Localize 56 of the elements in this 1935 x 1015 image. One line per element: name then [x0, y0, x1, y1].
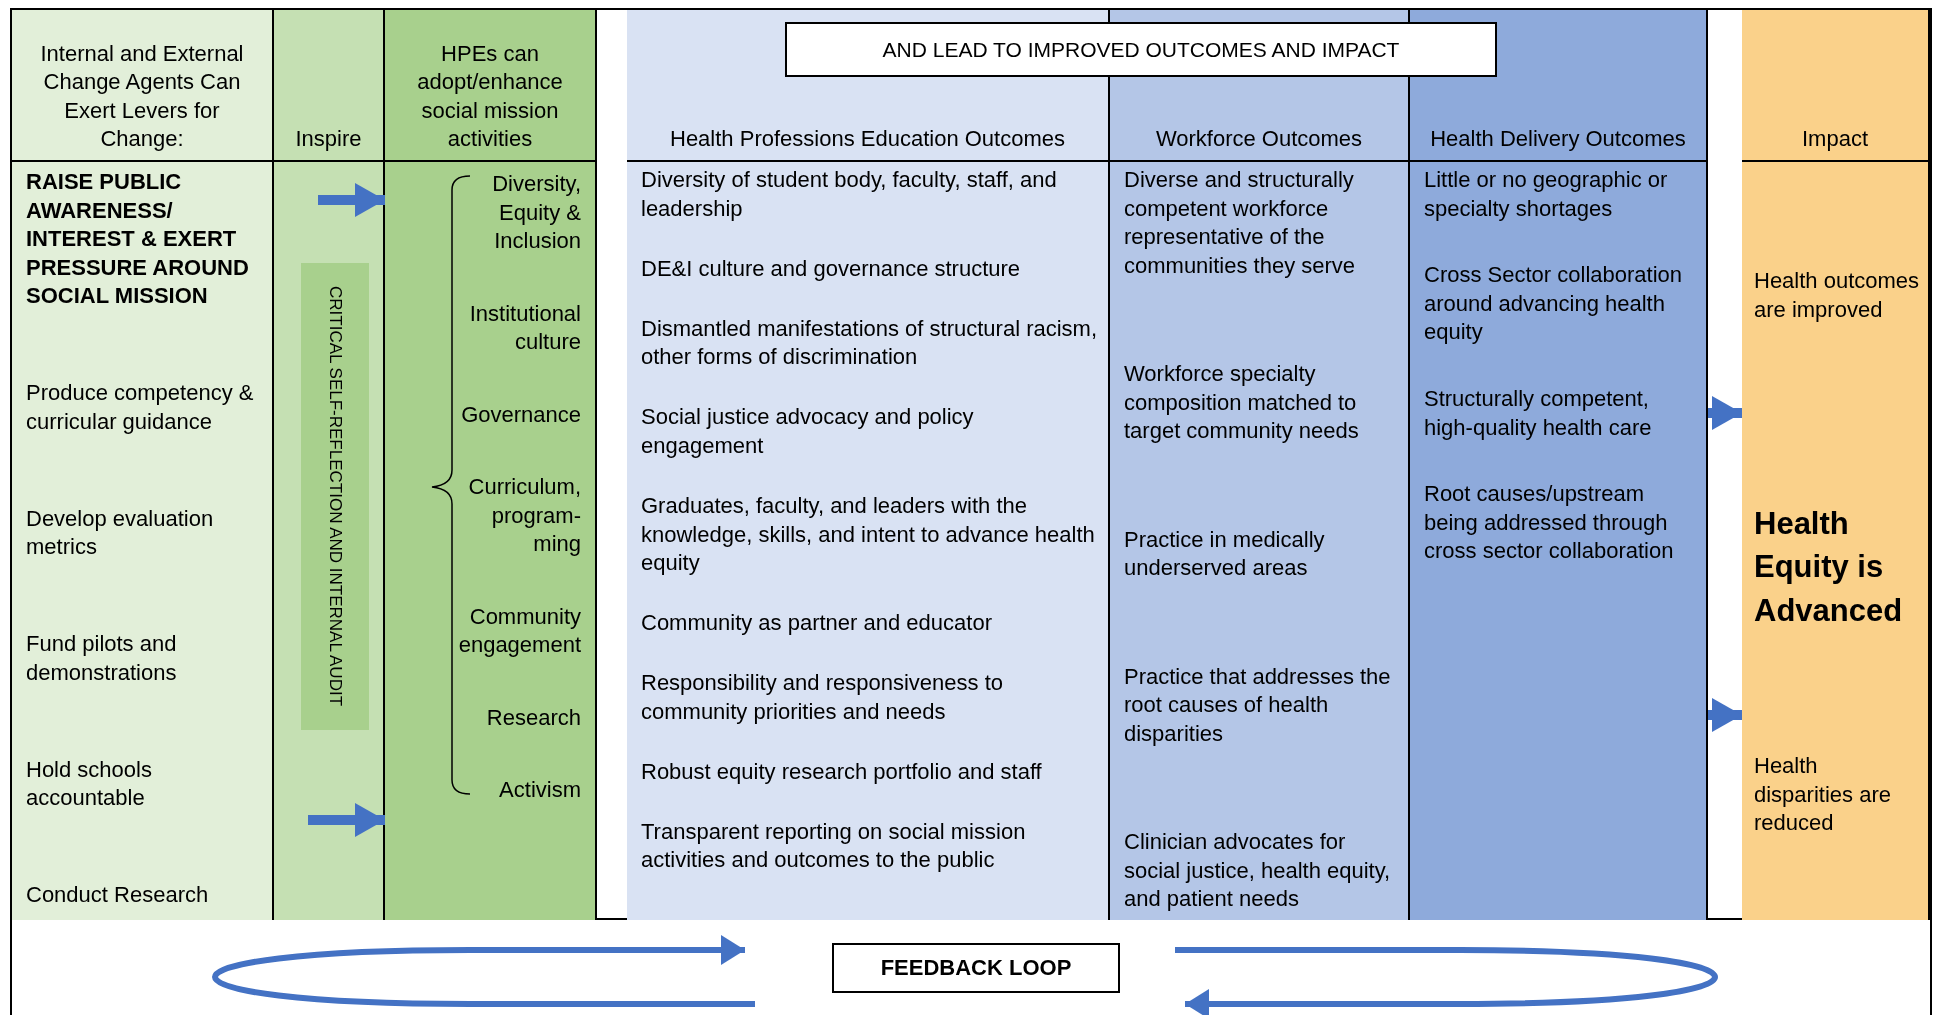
column-heading: Impact	[1802, 125, 1868, 154]
list-item: Activism	[499, 776, 581, 805]
list-item: Diversity of student body, faculty, staff, and leadership	[641, 166, 1058, 223]
list-item: Hold schools accountable	[26, 755, 153, 813]
column-heading: Workforce Outcomes	[1155, 125, 1363, 154]
list-item: Governance	[461, 400, 581, 429]
list-item: Conduct Research	[26, 881, 209, 910]
list-item: Practice that addresses the root causes of health disparities	[1124, 662, 1392, 748]
list-item: Workforce specialty composition matched to target community needs	[1124, 360, 1360, 446]
heading-box	[785, 22, 1497, 77]
list-item: Diversity, Equity & Inclusion	[491, 170, 581, 256]
list-item: Social justice advocacy and policy engagement	[641, 403, 975, 460]
list-item: Develop evaluation metrics	[26, 504, 215, 562]
levers-column	[12, 10, 274, 920]
list-item: RAISE PUBLIC AWARENESS/ INTEREST & EXERT PRESSURE AROUND SOCIAL MISSION	[26, 168, 250, 311]
list-item: Curriculum, program-ming	[467, 473, 581, 559]
banner-label: AND LEAD TO IMPROVED OUTCOMES AND IMPACT	[882, 37, 1400, 62]
arrow	[1708, 396, 1742, 430]
list-item: Health outcomes are improved	[1754, 267, 1920, 324]
list-item: Transparent reporting on social mission activities and outcomes to the public	[641, 817, 1027, 875]
arrow	[308, 803, 385, 837]
arrow	[318, 183, 385, 217]
list-item: DE&I culture and governance structure	[641, 254, 1021, 283]
column-heading: Internal and External Change Agents Can Exert Levers for Change:	[39, 39, 245, 154]
column-heading: Health Delivery Outcomes	[1430, 125, 1686, 154]
list-item: Dismantled manifestations of structural racism, other forms of discrimination	[641, 314, 1098, 372]
list-item: Produce competency & curricular guidance	[26, 379, 255, 436]
list-item: Community as partner and educator	[641, 609, 992, 638]
activities-column	[385, 10, 597, 920]
list-item: Clinician advocates for social justice, health equity, and patient needs	[1124, 828, 1392, 914]
list-item: Practice in medically underserved areas	[1124, 525, 1326, 583]
list-item: Responsibility and responsiveness to community priorities and needs	[641, 669, 1004, 726]
list-item: Structurally competent, high-quality health care	[1424, 384, 1653, 442]
list-item: Graduates, faculty, and leaders with the knowledge, skills, and intent to advance health equity	[641, 491, 1096, 578]
column-heading: Health Professions Education Outcomes	[670, 125, 1065, 154]
list-item: Cross Sector collaboration around advancing health equity	[1424, 261, 1683, 347]
list-item: Root causes/upstream being addressed through cross sector collaboration	[1424, 480, 1675, 566]
loop-label: FEEDBACK LOOP	[880, 955, 1072, 981]
list-item: Diverse and structurally competent workforce representative of the communities they serve	[1124, 166, 1357, 280]
list-item: Institutional culture	[468, 299, 581, 357]
outcomes-column	[1410, 10, 1708, 920]
list-item: Research	[486, 703, 581, 732]
column-heading: Inspire	[295, 125, 362, 154]
column-heading: HPEs can adopt/enhance social mission activities	[416, 39, 564, 154]
list-item: Fund pilots and demonstrations	[26, 630, 178, 687]
vertical-band	[301, 263, 369, 730]
impact-statement: Health Equity is Advanced	[1754, 505, 1904, 630]
arrow	[1708, 698, 1742, 732]
list-item: Community engagement	[457, 602, 581, 660]
feedback-loop-box	[832, 943, 1120, 993]
list-item: Robust equity research portfolio and staff	[641, 757, 1042, 786]
inspire-column	[274, 10, 385, 920]
vertical-label: CRITICAL SELF-REFLECTION AND INTERNAL AUDIT	[325, 286, 345, 707]
list-item: Health disparities are reduced	[1754, 752, 1892, 838]
impact-column	[1742, 10, 1930, 920]
list-item: Little or no geographic or specialty shortages	[1424, 166, 1669, 223]
